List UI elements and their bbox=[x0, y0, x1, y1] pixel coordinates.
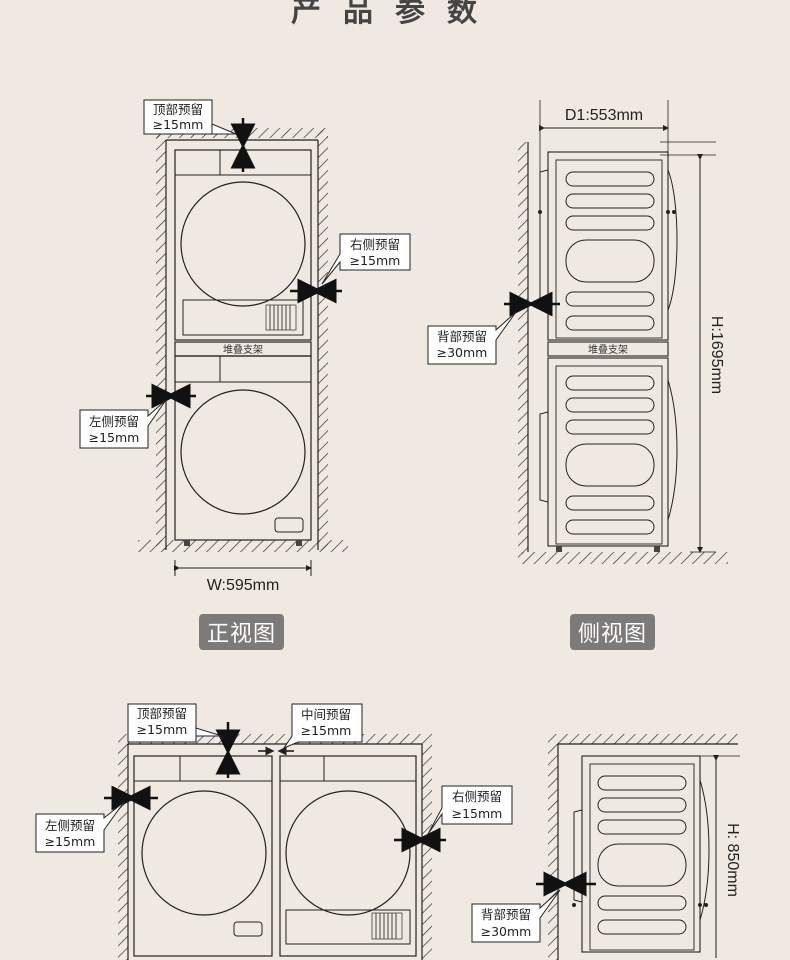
right-unit bbox=[279, 755, 417, 957]
right-unit-door-icon bbox=[285, 790, 411, 916]
lower-washer bbox=[174, 355, 312, 541]
bottom-height-label: H: 850mm bbox=[724, 823, 741, 897]
side-shelf-label: 堆叠支架 bbox=[588, 344, 628, 356]
height-label: H:1695mm bbox=[708, 316, 725, 394]
top-clearance-value: ≥15mm bbox=[153, 117, 204, 132]
middle-clearance-value: ≥15mm bbox=[301, 723, 352, 738]
bottom-side-unit bbox=[581, 755, 701, 953]
top-clearance-callout: 顶部预留 ≥15mm bbox=[143, 99, 237, 135]
side-floor bbox=[518, 552, 728, 564]
side-view-caption: 侧视图 bbox=[570, 614, 656, 650]
left-clearance-title: 左侧预留 bbox=[89, 414, 139, 429]
side-upper-unit bbox=[547, 151, 669, 341]
shelf-label: 堆叠支架 bbox=[223, 344, 263, 356]
left-clearance-callout: 左侧预留 ≥15mm bbox=[79, 399, 167, 449]
floor bbox=[138, 540, 348, 552]
top-clearance-title: 顶部预留 bbox=[153, 102, 203, 117]
lower-door-icon bbox=[180, 389, 306, 515]
bottom-right-clearance-value: ≥15mm bbox=[452, 806, 503, 821]
bottom-back-clearance-value: ≥30mm bbox=[481, 924, 532, 939]
right-unit-vent-icon bbox=[371, 912, 403, 940]
page-title: 产品参数 bbox=[291, 0, 499, 29]
back-wall bbox=[518, 142, 528, 554]
middle-clearance-callout: 中间预留 ≥15mm bbox=[282, 703, 363, 750]
upper-dryer bbox=[174, 149, 312, 341]
front-view: 堆叠支架 W:595mm 顶部预留 ≥15mm bbox=[79, 99, 411, 594]
right-clearance-callout: 右侧预留 ≥15mm bbox=[321, 233, 411, 285]
bottom-left-clearance-value: ≥15mm bbox=[45, 834, 96, 849]
bottom-left-clearance-callout: 左侧预留 ≥15mm bbox=[35, 801, 125, 853]
bottom-top-clearance-callout: 顶部预留 ≥15mm bbox=[127, 703, 223, 743]
middle-clearance-title: 中间预留 bbox=[301, 707, 351, 722]
left-clearance-value: ≥15mm bbox=[89, 430, 140, 445]
side-lower-unit bbox=[547, 357, 669, 547]
depth-label: D1:553mm bbox=[565, 107, 643, 124]
left-unit-door-icon bbox=[141, 790, 267, 916]
side-view: D1:553mm H:1695mm 堆叠支架 bbox=[427, 100, 728, 564]
bottom-right-clearance-title: 右侧预留 bbox=[452, 789, 502, 804]
bottom-side-view: H: 850mm 背部预留 ≥30mm bbox=[471, 734, 741, 960]
bottom-right-clearance-callout: 右侧预留 ≥15mm bbox=[427, 785, 513, 835]
bottom-left-clearance-title: 左侧预留 bbox=[45, 818, 95, 833]
back-clearance-value: ≥30mm bbox=[437, 345, 488, 360]
bottom-top-clearance-value: ≥15mm bbox=[137, 722, 188, 737]
upper-vent-icon bbox=[265, 304, 297, 331]
front-view-caption: 正视图 bbox=[199, 614, 285, 650]
bottom-back-clearance-callout: 背部预留 ≥30mm bbox=[471, 889, 561, 943]
right-wall bbox=[318, 130, 328, 550]
left-unit bbox=[133, 755, 273, 957]
left-wall bbox=[156, 130, 166, 550]
right-clearance-title: 右侧预留 bbox=[350, 237, 400, 252]
bottom-top-clearance-title: 顶部预留 bbox=[137, 706, 187, 721]
right-clearance-value: ≥15mm bbox=[350, 253, 401, 268]
bottom-front-view: 顶部预留 ≥15mm 中间预留 ≥15mm 左侧预留 ≥15mm bbox=[35, 703, 513, 960]
upper-door-icon bbox=[180, 181, 306, 307]
side-shelf bbox=[547, 341, 669, 357]
back-clearance-title: 背部预留 bbox=[437, 329, 487, 344]
back-clearance-callout: 背部预留 ≥30mm bbox=[427, 311, 517, 365]
width-label: W:595mm bbox=[207, 577, 280, 594]
bottom-back-clearance-title: 背部预留 bbox=[481, 907, 531, 922]
